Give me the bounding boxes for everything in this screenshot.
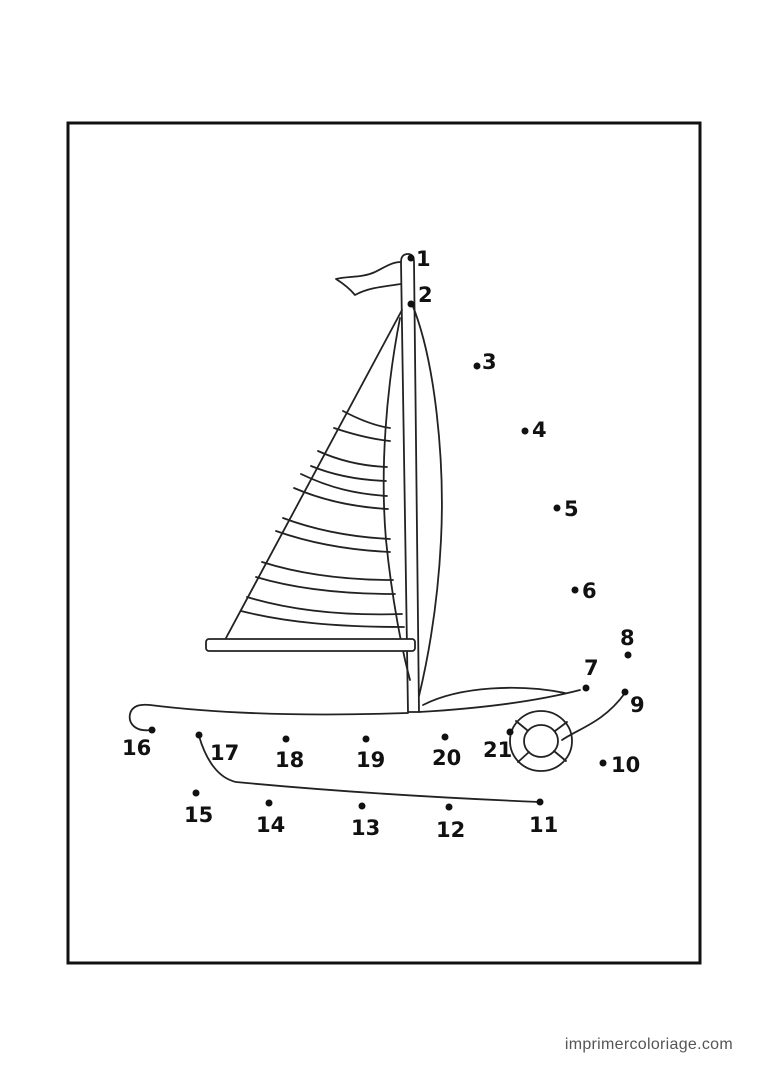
- dot-12: [445, 803, 453, 811]
- dot-label-10: 10: [611, 753, 640, 777]
- sail-stripe: [342, 410, 391, 429]
- boom: [205, 638, 416, 652]
- dot-label-2: 2: [418, 283, 433, 307]
- sail-stripe: [333, 427, 391, 442]
- dot-16: [148, 726, 156, 734]
- dot-7: [582, 684, 590, 692]
- dot-8: [624, 651, 632, 659]
- sail-stripe: [246, 596, 403, 616]
- dot-labels: 1 2 3 4 5 6 7 8 9 10 11 12 13 14 15 16 1…: [122, 247, 645, 842]
- dot-3: [473, 362, 481, 370]
- dot-15: [192, 789, 200, 797]
- dot-13: [358, 802, 366, 810]
- dot-label-19: 19: [356, 748, 385, 772]
- dot-label-14: 14: [256, 813, 285, 837]
- dot-label-18: 18: [275, 748, 304, 772]
- site-watermark: imprimercoloriage.com: [564, 1036, 733, 1053]
- stern-rope: [561, 692, 626, 741]
- flag-pennant: [335, 261, 402, 296]
- sail-stripe: [275, 530, 391, 553]
- dot-label-3: 3: [482, 350, 497, 374]
- sailboat-drawing: [128, 253, 626, 803]
- dot-label-15: 15: [184, 803, 213, 827]
- sail-stripe: [317, 450, 388, 468]
- page-frame: [66, 121, 702, 965]
- sail-stripe: [261, 561, 394, 581]
- dot-label-17: 17: [210, 741, 239, 765]
- dot-14: [265, 799, 273, 807]
- cabin: [422, 686, 566, 706]
- mast: [400, 253, 420, 713]
- jib-sail: [411, 303, 443, 697]
- sail-stripe: [310, 465, 387, 482]
- dot-4: [521, 427, 529, 435]
- dot-label-7: 7: [584, 656, 599, 680]
- sail-stripe: [282, 517, 391, 540]
- life-ring: [509, 710, 573, 772]
- dot-19: [362, 735, 370, 743]
- dot-label-13: 13: [351, 816, 380, 840]
- dot-label-5: 5: [564, 497, 579, 521]
- sail-stripe: [300, 473, 388, 497]
- dot-6: [571, 586, 579, 594]
- dot-1: [407, 254, 415, 262]
- sail-stripe: [240, 610, 405, 628]
- sail-stripe: [255, 576, 396, 595]
- dot-18: [282, 735, 290, 743]
- dot-label-9: 9: [630, 693, 645, 717]
- dot-9: [621, 688, 629, 696]
- dot-20: [441, 733, 449, 741]
- dot-label-21: 21: [483, 738, 512, 762]
- dot-11: [536, 798, 544, 806]
- dot-label-8: 8: [620, 626, 635, 650]
- dot-label-1: 1: [416, 247, 431, 271]
- dot-17: [195, 731, 203, 739]
- dot-2: [407, 300, 415, 308]
- hull-bottom: [198, 735, 541, 803]
- main-sail: [225, 309, 403, 639]
- dot-label-4: 4: [532, 418, 547, 442]
- dot-label-20: 20: [432, 746, 461, 770]
- dot-label-16: 16: [122, 736, 151, 760]
- dot-label-11: 11: [529, 813, 558, 837]
- dot-10: [599, 759, 607, 767]
- hull-deck: [418, 689, 581, 713]
- sail-stripe: [293, 487, 389, 510]
- dot-label-12: 12: [436, 818, 465, 842]
- hull-top: [128, 703, 409, 732]
- dot-5: [553, 504, 561, 512]
- dot-21: [506, 728, 514, 736]
- dot-label-6: 6: [582, 579, 597, 603]
- dot-markers: [148, 254, 632, 811]
